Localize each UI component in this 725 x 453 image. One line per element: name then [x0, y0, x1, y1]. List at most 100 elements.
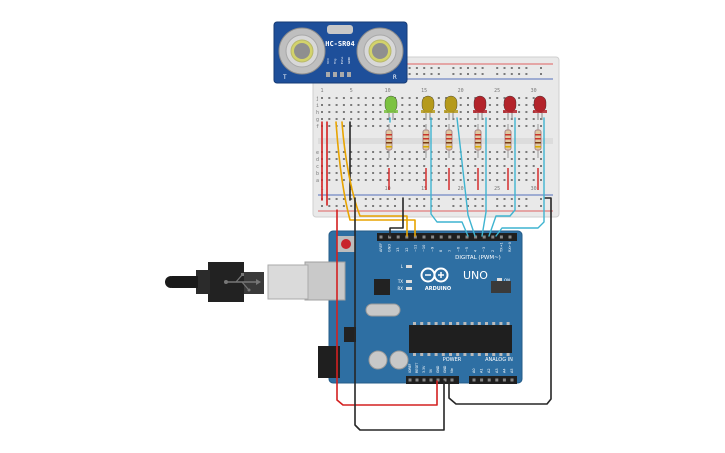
wire-sensor-echo[interactable] — [341, 121, 408, 237]
ultrasonic-sensor[interactable]: HC-SR04 T R VCC Trig Echo GND — [273, 21, 408, 84]
led-yellow[interactable] — [444, 95, 458, 120]
analog-pin-label: A4 — [502, 368, 506, 373]
digital-pin[interactable] — [508, 235, 512, 239]
resistor[interactable] — [534, 124, 542, 158]
usb-chip — [374, 279, 390, 295]
column-number: 30 — [531, 88, 537, 94]
analog-pin[interactable] — [472, 378, 476, 382]
digital-pin-label: ~3 — [482, 247, 486, 252]
resistor[interactable] — [422, 124, 430, 158]
power-pin[interactable] — [422, 378, 426, 382]
row-letter: d — [316, 157, 319, 163]
analog-pin[interactable] — [487, 378, 491, 382]
wire-led-3[interactable] — [481, 117, 487, 237]
digital-pin[interactable] — [422, 235, 426, 239]
power-pin[interactable] — [429, 378, 433, 382]
column-number: 15 — [421, 88, 427, 94]
digital-pin[interactable] — [491, 235, 495, 239]
column-number: 15 — [421, 186, 427, 192]
digital-pin[interactable] — [474, 235, 478, 239]
led-green[interactable] — [384, 95, 398, 120]
wire-gnd-right[interactable] — [448, 197, 552, 405]
reset-button[interactable] — [341, 239, 351, 249]
analog-pin[interactable] — [480, 378, 484, 382]
led-tx-indicator — [406, 280, 412, 283]
analog-pin[interactable] — [495, 378, 499, 382]
power-pin[interactable] — [450, 378, 454, 382]
analog-pin[interactable] — [510, 378, 514, 382]
power-label: POWER — [443, 357, 462, 363]
digital-pin[interactable] — [448, 235, 452, 239]
column-number: 10 — [385, 186, 391, 192]
column-number: 1 — [320, 88, 323, 94]
analog-pin[interactable] — [502, 378, 506, 382]
wire-sensor-trig[interactable] — [335, 121, 416, 237]
resistor[interactable] — [445, 124, 453, 158]
digital-pin-label: TX→1 — [499, 242, 503, 253]
analog-header — [469, 376, 517, 384]
power-pin[interactable] — [408, 378, 412, 382]
sensor-pin-label: GND — [347, 56, 351, 64]
power-pin-label: GND — [436, 365, 440, 373]
brand-label: ARDUINO — [425, 286, 451, 292]
power-pin[interactable] — [415, 378, 419, 382]
wire-led-5[interactable] — [495, 117, 545, 237]
digital-pin[interactable] — [379, 235, 383, 239]
resistor[interactable] — [385, 124, 393, 158]
sensor-pin-gnd[interactable] — [347, 72, 351, 77]
power-pin[interactable] — [443, 378, 447, 382]
sensor-pin-label: Trig — [333, 59, 337, 65]
analog-label: ANALOG IN — [485, 357, 513, 363]
power-pin[interactable] — [436, 378, 440, 382]
wire-led-2[interactable] — [456, 117, 476, 237]
column-number: 25 — [494, 88, 500, 94]
row-letter: j — [316, 96, 319, 102]
sensor-pin-echo[interactable] — [340, 72, 344, 77]
arduino-logo — [420, 267, 449, 283]
digital-pin[interactable] — [413, 235, 417, 239]
digital-pin-label: 12 — [405, 248, 409, 252]
digital-pin[interactable] — [499, 235, 503, 239]
digital-pin[interactable] — [482, 235, 486, 239]
sensor-pin-trig[interactable] — [333, 72, 337, 77]
digital-pin-label: 7 — [448, 250, 452, 252]
model-label: UNO — [463, 269, 488, 282]
crystal-oscillator — [365, 303, 401, 317]
wire-led-4[interactable] — [488, 117, 516, 237]
digital-pin-label: GND — [388, 244, 392, 252]
digital-pin[interactable] — [396, 235, 400, 239]
resistor[interactable] — [474, 124, 482, 158]
power-jack — [318, 346, 340, 378]
digital-pin[interactable] — [439, 235, 443, 239]
wire-5v[interactable] — [336, 209, 438, 406]
resistor[interactable] — [504, 124, 512, 158]
usb-port — [304, 261, 346, 301]
usb-cable[interactable] — [165, 262, 309, 302]
digital-pin-label: ~11 — [413, 245, 417, 252]
column-number: 10 — [385, 88, 391, 94]
power-pin-label: 5V — [429, 368, 433, 373]
digital-pin[interactable] — [405, 235, 409, 239]
wire-gnd-loop[interactable] — [354, 197, 445, 431]
row-letter: i — [316, 103, 319, 109]
power-pin-label: GND — [443, 365, 447, 373]
receiver-transducer — [356, 27, 404, 75]
led-red[interactable] — [533, 95, 547, 120]
digital-pin[interactable] — [388, 235, 392, 239]
digital-pin[interactable] — [431, 235, 435, 239]
wire-gnd-bb[interactable] — [389, 197, 404, 237]
capacitor — [389, 350, 409, 370]
sensor-pin-vcc[interactable] — [326, 72, 330, 77]
wire-led-1[interactable] — [389, 117, 469, 237]
led-yellow[interactable] — [421, 95, 435, 120]
led-red[interactable] — [473, 95, 487, 120]
digital-pin-label: RX←0 — [508, 242, 512, 252]
led-red[interactable] — [503, 95, 517, 120]
digital-pin[interactable] — [456, 235, 460, 239]
digital-pin[interactable] — [465, 235, 469, 239]
analog-pin-label: A1 — [480, 368, 484, 373]
column-number: 30 — [531, 186, 537, 192]
